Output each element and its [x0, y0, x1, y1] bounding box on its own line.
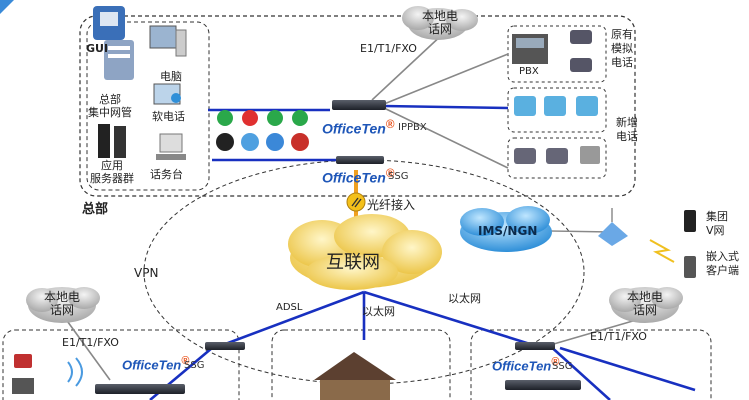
right-branch-boundary	[470, 329, 712, 400]
right-trunk-label: E1/T1/FXO	[590, 330, 647, 343]
corner-decoration	[0, 0, 14, 14]
hq-servers-boundary	[86, 21, 210, 191]
server-cluster-icon	[98, 124, 126, 158]
ethernet-label-right: 以太网	[448, 292, 481, 305]
gui-label: GUI	[86, 42, 109, 55]
adsl-label: ADSL	[276, 302, 303, 313]
hq-ssg-model: SSG	[388, 171, 409, 182]
analog-phones-label: 原有 模拟 电话	[611, 28, 633, 69]
trunk-links	[64, 31, 644, 381]
pbx-label: PBX	[519, 66, 539, 77]
internet-label: 互联网	[326, 252, 380, 273]
terminal-icons	[514, 146, 600, 164]
vpn-label: VPN	[134, 266, 159, 280]
home-icon	[314, 352, 396, 400]
wifi-icon	[67, 357, 83, 387]
group-vnet-label: 集团 V网	[706, 210, 728, 237]
analog-phone-icons	[570, 30, 592, 72]
softphone-label: 软电话	[152, 110, 185, 123]
fiber-label: 光纤接入	[367, 198, 416, 212]
left-branch-boundary	[2, 329, 240, 400]
hq-label: 总部	[82, 202, 109, 217]
hq-pstn-cloud	[402, 6, 478, 40]
console-icon	[156, 133, 186, 160]
internet-cloud	[288, 214, 442, 290]
branch-laptop-icon	[12, 378, 34, 394]
left-trunk-label: E1/T1/FXO	[62, 336, 119, 349]
terminal-box	[507, 137, 607, 179]
left-branch-device	[95, 384, 185, 394]
app-icons	[216, 110, 309, 151]
left-pstn-label: 本地电 话网	[43, 290, 80, 318]
new-phones-label: 新增 电话	[616, 116, 638, 143]
lan-links	[149, 104, 696, 400]
home-branch-boundary	[271, 329, 451, 400]
hq-ssg-brand: OfficeTen®	[322, 167, 395, 186]
fiber-badge-icon	[346, 192, 366, 212]
hq-pstn-label: 本地电 话网	[421, 9, 458, 37]
gui-icon	[93, 6, 125, 40]
mgmt-label: 总部 集中网管	[88, 93, 132, 119]
mobile-phone-icon	[684, 210, 696, 232]
ippbx-device	[332, 100, 386, 110]
ippbx-model: IPPBX	[398, 122, 427, 133]
right-branch-device	[505, 380, 581, 390]
console-label: 话务台	[150, 168, 183, 181]
pc-icon	[149, 25, 187, 57]
hq-ssg-device	[336, 156, 384, 164]
hq-trunk-label: E1/T1/FXO	[360, 42, 417, 55]
new-phones-box	[507, 87, 607, 133]
ims-cloud	[460, 206, 552, 252]
right-pstn-label: 本地电 话网	[626, 290, 663, 318]
mobile-network-icon	[598, 208, 628, 246]
pbx-icon	[512, 34, 548, 64]
embedded-client-label: 嵌入式 客户端	[706, 250, 739, 277]
softphone-icon	[153, 83, 181, 105]
management-server-icon	[104, 40, 134, 80]
right-ssg-brand: OfficeTen®	[492, 356, 560, 374]
branch-phone-icon	[14, 354, 32, 368]
left-pstn-cloud	[26, 287, 100, 323]
left-ssg-brand: OfficeTen®	[122, 355, 190, 373]
pc-label: 电脑	[160, 70, 182, 83]
ethernet-label-center: 以太网	[362, 305, 395, 318]
ippbx-brand: OfficeTen®	[322, 118, 395, 137]
new-phone-icons	[514, 96, 598, 116]
right-pstn-cloud	[609, 287, 683, 323]
servers-label: 应用 服务器群	[90, 159, 134, 185]
right-ssg-device	[515, 342, 555, 350]
wireless-link	[649, 239, 675, 263]
embedded-client-icon	[684, 256, 696, 278]
right-ssg-model: SSG	[552, 361, 573, 372]
left-ssg-model: SSG	[184, 360, 205, 371]
left-ssg-device	[205, 342, 245, 350]
ims-label: IMS/NGN	[478, 224, 538, 238]
